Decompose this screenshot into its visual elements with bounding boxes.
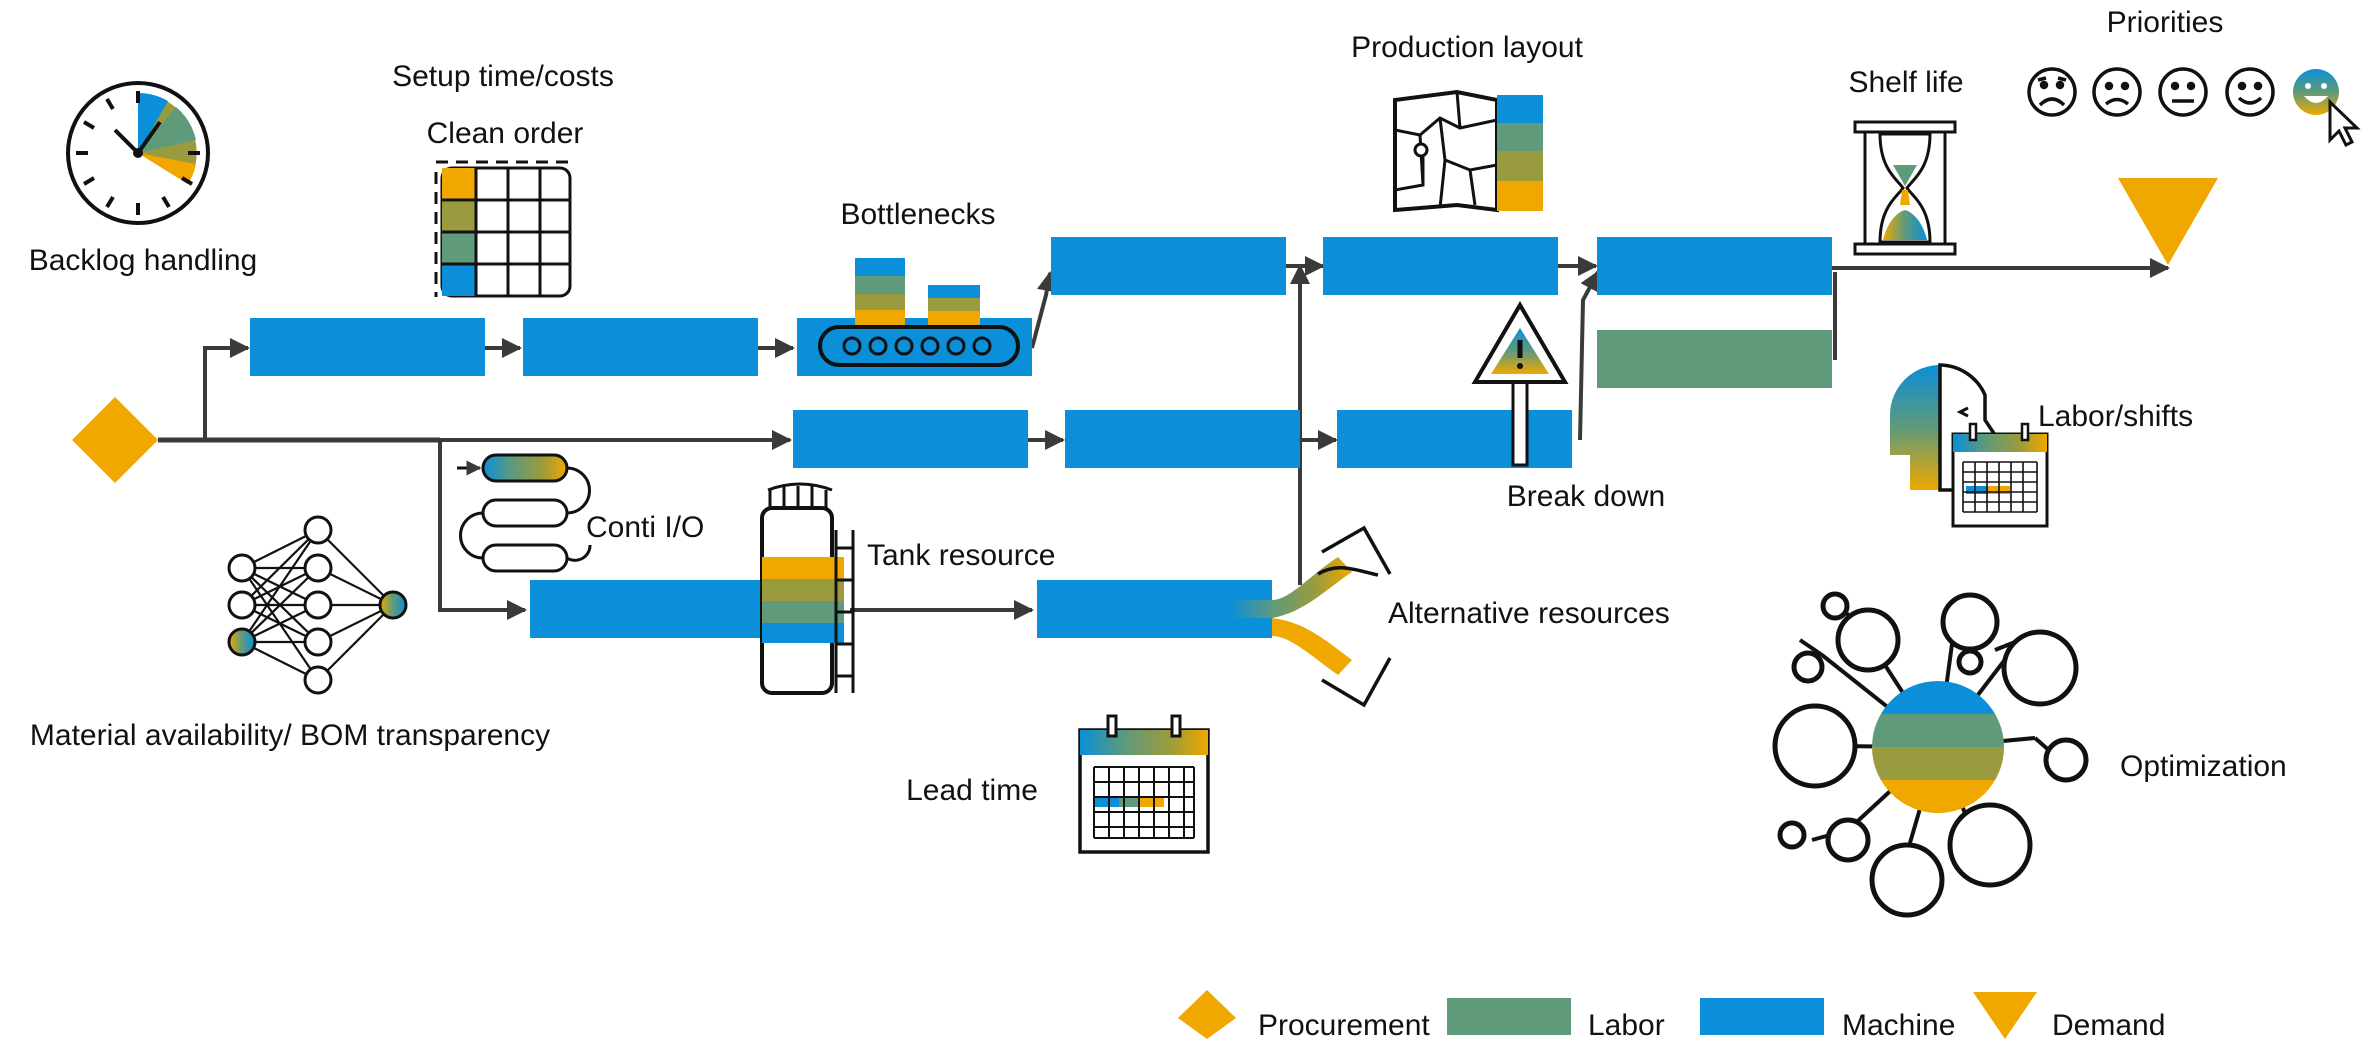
labor-box: [1597, 330, 1832, 388]
procurement-diamond: [72, 397, 158, 483]
legend-procurement-swatch: [1178, 990, 1236, 1039]
machine-box: [1051, 237, 1286, 295]
legend-machine-label: Machine: [1842, 1009, 1955, 1039]
flow-lines: [158, 256, 2170, 620]
legend-labor-label: Labor: [1588, 1009, 1665, 1039]
legend-demand-label: Demand: [2052, 1009, 2165, 1039]
neutral-face-icon: [2158, 67, 2208, 117]
smiley-icons: [2027, 67, 2275, 117]
machine-box: [250, 318, 485, 376]
conti-io-label: Conti I/O: [586, 511, 704, 544]
neural-network-icon: [227, 515, 408, 695]
machine-box: [1337, 410, 1572, 468]
conveyor-icon: [818, 258, 1020, 367]
sad-face-icon: [2092, 67, 2142, 117]
shelf-life-label: Shelf life: [1848, 66, 1963, 99]
process-boxes: [250, 237, 1832, 638]
legend: Procurement Labor Machine Demand: [1178, 990, 2165, 1039]
tank-resource-label: Tank resource: [867, 539, 1055, 572]
alternative-arrows-icon: [1230, 525, 1392, 708]
calendar-icon: [1951, 422, 2049, 528]
very-sad-face-icon: [2027, 67, 2077, 117]
legend-machine-swatch: [1700, 998, 1824, 1035]
clock-icon: [66, 81, 210, 225]
material-label: Material availability/ BOM transparency: [30, 719, 550, 752]
legend-labor-swatch: [1447, 998, 1571, 1035]
cursor-icon: [2328, 98, 2361, 148]
very-happy-face-icon[interactable]: [2293, 69, 2339, 115]
warning-sign-icon: [1471, 301, 1569, 467]
alternative-resources-label: Alternative resources: [1388, 597, 1670, 630]
network-icon: [1772, 591, 2089, 918]
conti-loop-icon: [457, 453, 592, 573]
happy-face-icon: [2225, 67, 2275, 117]
production-layout-label: Production layout: [1351, 31, 1583, 64]
legend-procurement-label: Procurement: [1258, 1009, 1430, 1039]
clean-order-label: Clean order: [427, 117, 584, 150]
lead-time-label: Lead time: [906, 774, 1038, 807]
calendar-icon: [1078, 714, 1210, 854]
bottlenecks-label: Bottlenecks: [840, 198, 995, 231]
machine-box: [1597, 237, 1832, 295]
machine-box: [523, 318, 758, 376]
machine-box: [530, 580, 765, 638]
labor-shifts-label: Labor/shifts: [2038, 400, 2193, 433]
machine-box: [793, 410, 1028, 468]
priorities-label: Priorities: [2107, 6, 2224, 39]
backlog-label: Backlog handling: [29, 244, 258, 277]
demand-triangle: [2118, 178, 2218, 265]
break-down-label: Break down: [1507, 480, 1665, 513]
setup-label: Setup time/costs: [392, 60, 614, 93]
machine-box: [1323, 237, 1558, 295]
hourglass-icon: [1853, 120, 1957, 256]
grid-icon: [434, 160, 572, 298]
optimization-label: Optimization: [2120, 750, 2287, 783]
map-icon: [1393, 89, 1543, 213]
legend-demand-swatch: [1973, 992, 2037, 1039]
tank-icon: [760, 482, 855, 695]
machine-box: [1065, 410, 1300, 468]
